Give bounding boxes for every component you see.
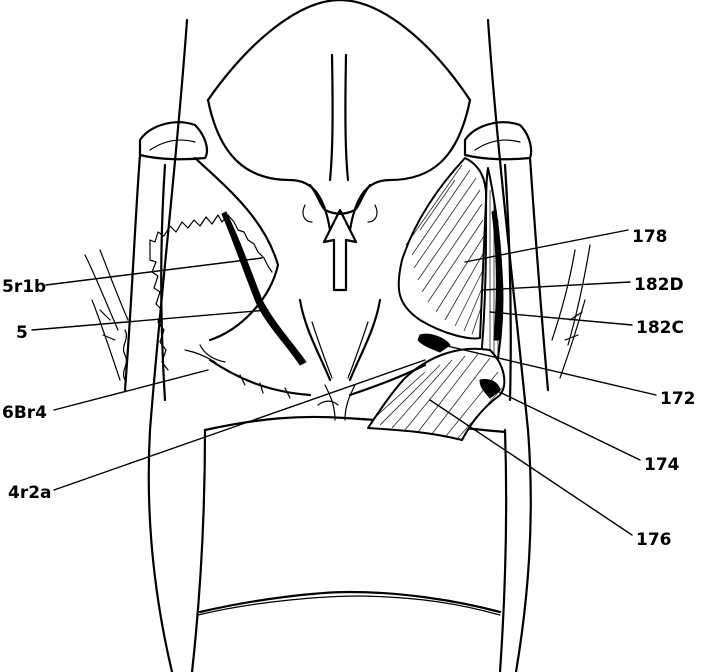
leader-5 [32, 310, 268, 330]
central-mouthparts [300, 55, 380, 420]
label-182D: 182D [634, 275, 684, 295]
label-5r1b: 5r1b [2, 277, 46, 297]
left-structures [85, 122, 310, 400]
labels: 178 182D 182C 172 174 176 5r1b 5 6Br4 4r… [2, 227, 696, 550]
right-structures [350, 122, 590, 440]
label-174: 174 [644, 455, 680, 475]
label-4r2a: 4r2a [8, 483, 52, 503]
label-6Br4: 6Br4 [2, 403, 47, 423]
leader-6Br4 [54, 370, 208, 410]
muscle-176 [368, 349, 504, 440]
label-182C: 182C [636, 318, 684, 338]
label-5: 5 [16, 323, 28, 343]
muscle-178 [399, 158, 486, 338]
leader-174 [485, 385, 640, 460]
leader-182D [482, 282, 630, 290]
label-176: 176 [636, 530, 672, 550]
label-172: 172 [660, 389, 696, 409]
label-178: 178 [632, 227, 668, 247]
leader-5r1b [46, 258, 262, 285]
